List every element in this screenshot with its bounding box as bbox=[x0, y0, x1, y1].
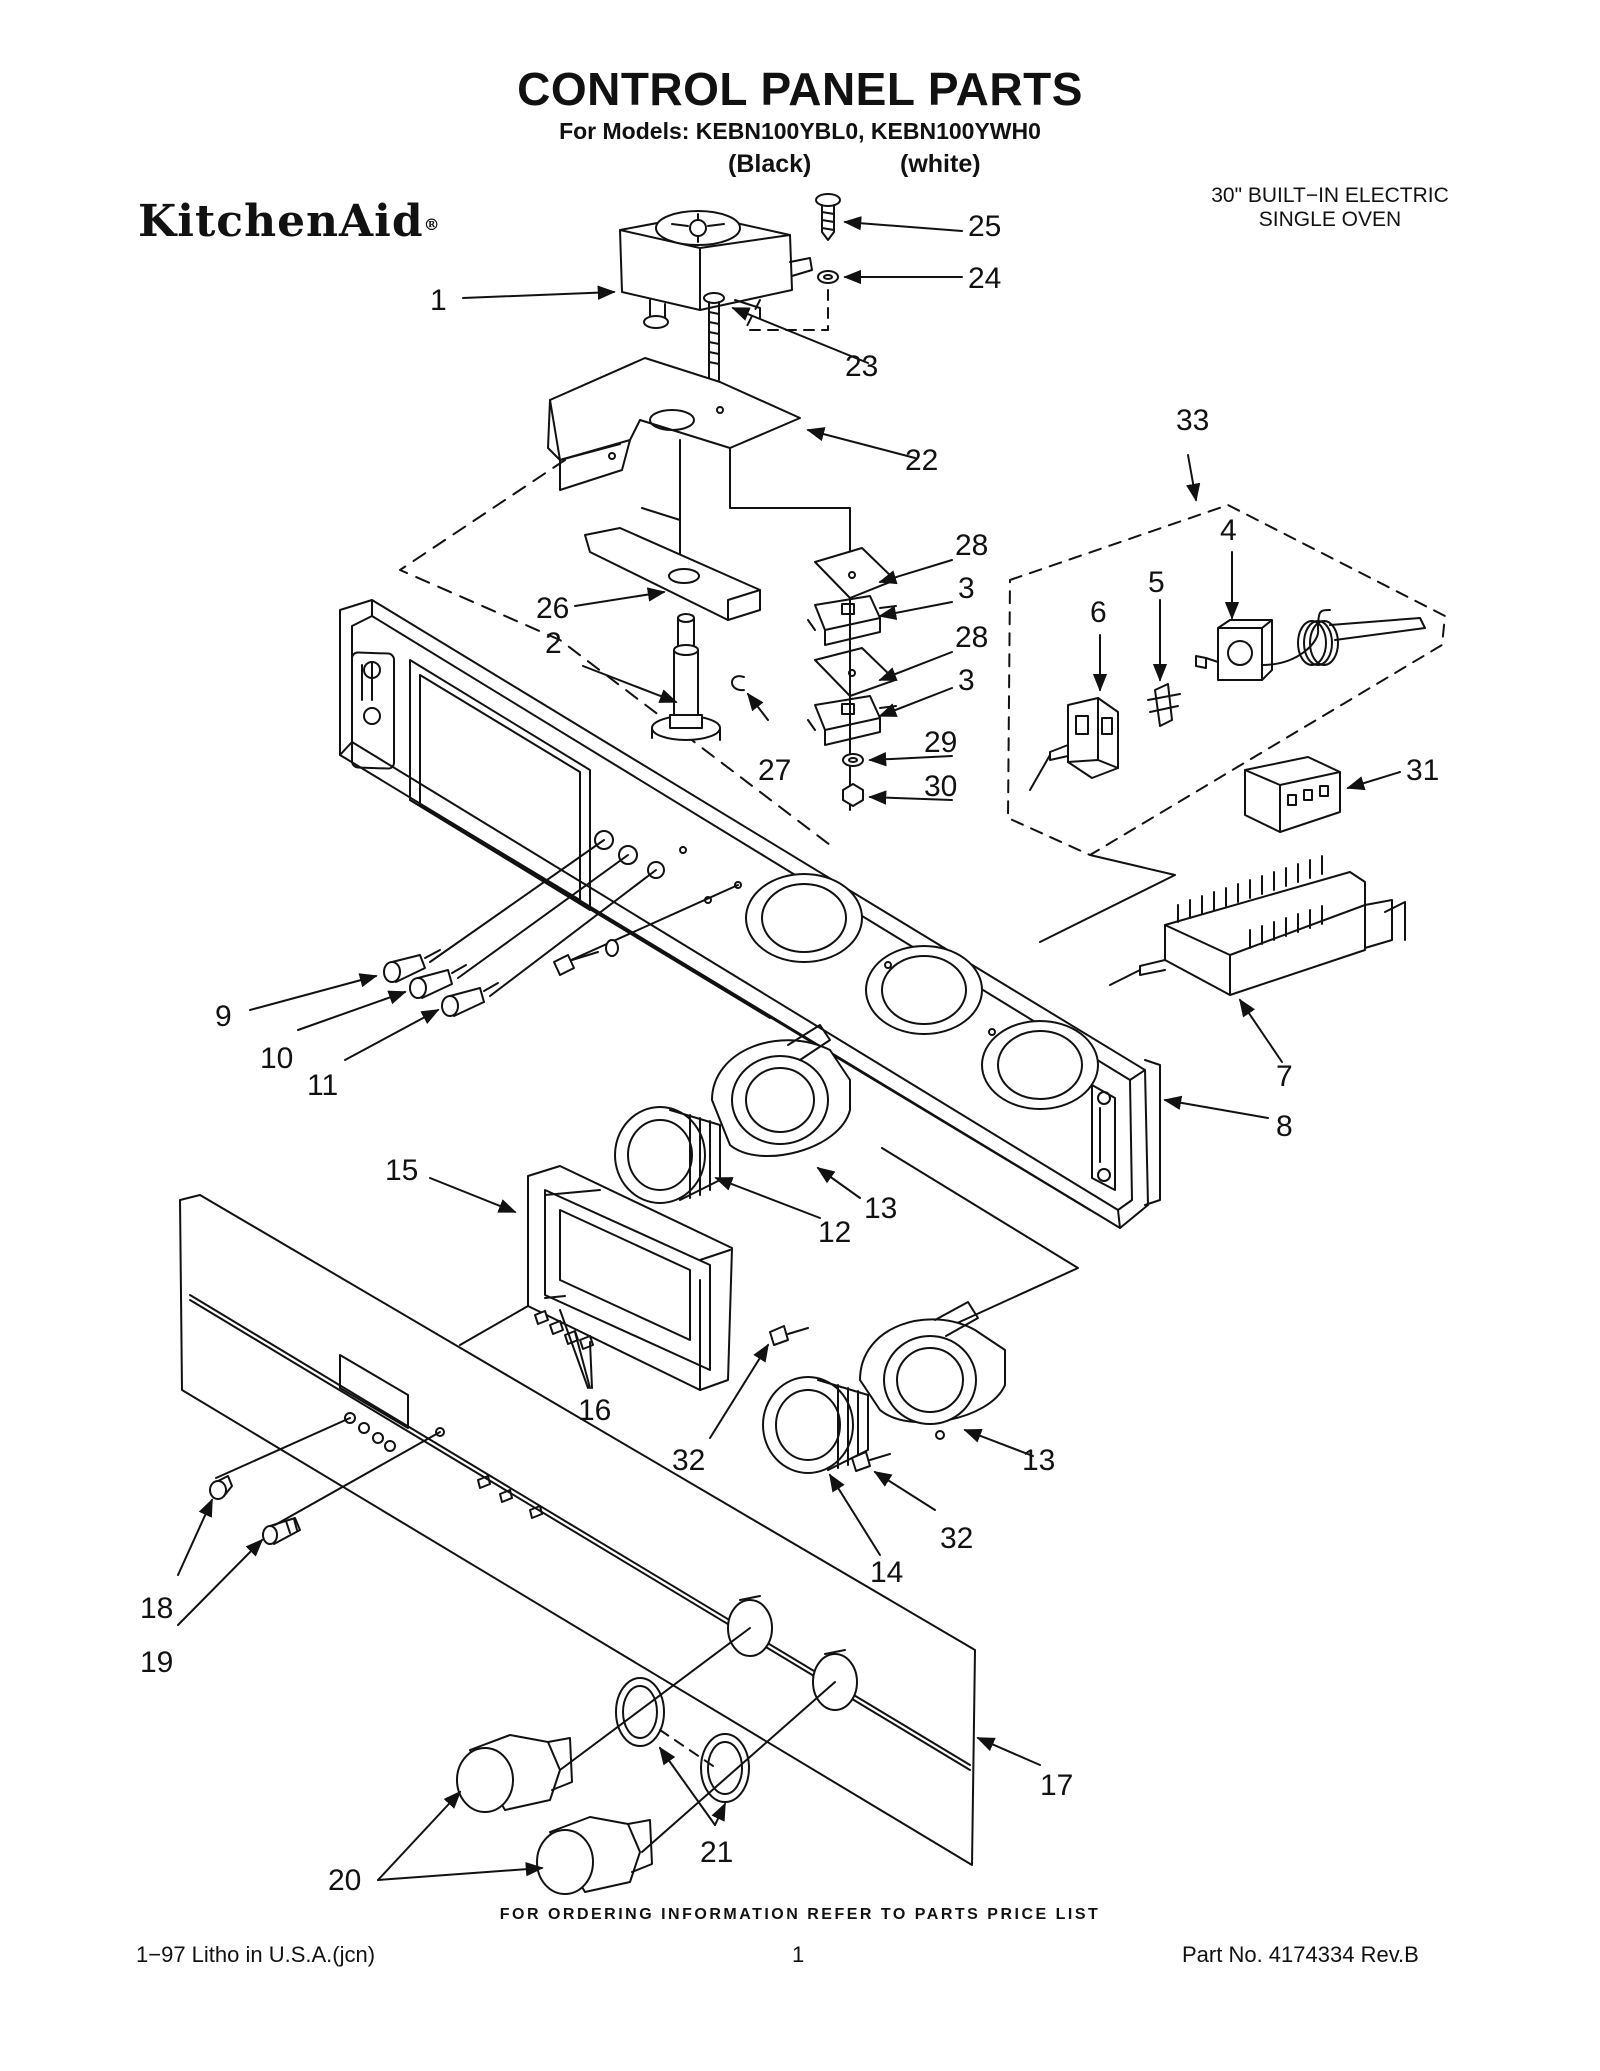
part-31-connector bbox=[1244, 756, 1341, 833]
part-11-light bbox=[441, 982, 499, 1017]
part-1-switch bbox=[619, 210, 813, 329]
part-29-washer bbox=[842, 753, 864, 767]
part-32-screw-upper bbox=[769, 1325, 809, 1346]
callout-26: 26 bbox=[536, 592, 569, 625]
callout-28-top: 28 bbox=[955, 529, 988, 562]
part-6-switch bbox=[1029, 697, 1119, 791]
part-25-screw bbox=[815, 193, 841, 241]
callout-3-top: 3 bbox=[958, 572, 975, 605]
callout-22: 22 bbox=[905, 444, 938, 477]
part-20-knob-left bbox=[456, 1734, 573, 1813]
part-30-nut bbox=[842, 783, 864, 807]
part-21-ring-right bbox=[700, 1733, 750, 1803]
callout-6: 6 bbox=[1090, 596, 1107, 629]
callout-4: 4 bbox=[1220, 514, 1237, 547]
callout-24: 24 bbox=[968, 262, 1001, 295]
models-line: For Models: KEBN100YBL0, KEBN100YWH0 bbox=[559, 118, 1041, 144]
callout-5: 5 bbox=[1148, 566, 1165, 599]
callout-20: 20 bbox=[328, 1864, 361, 1897]
leader-lines bbox=[177, 216, 1401, 1881]
callout-21: 21 bbox=[700, 1836, 733, 1869]
panel-screw bbox=[553, 939, 619, 976]
part-26-plate bbox=[584, 527, 761, 621]
part-3-switch-bottom bbox=[807, 695, 897, 746]
part-2-shaft bbox=[651, 613, 721, 741]
part-28-insulator-bottom bbox=[814, 647, 896, 697]
registered-mark: ® bbox=[423, 215, 441, 234]
callout-33: 33 bbox=[1176, 404, 1209, 437]
part-10-light bbox=[409, 964, 467, 999]
part-number: Part No. 4174334 Rev.B bbox=[1182, 1942, 1419, 1967]
callout-25: 25 bbox=[968, 210, 1001, 243]
page-title: CONTROL PANEL PARTS bbox=[517, 63, 1083, 115]
callout-28-bottom: 28 bbox=[955, 621, 988, 654]
oven-type-line2: SINGLE OVEN bbox=[1258, 208, 1402, 231]
callout-17: 17 bbox=[1040, 1769, 1073, 1802]
callout-10: 10 bbox=[260, 1042, 293, 1075]
callout-12: 12 bbox=[818, 1216, 851, 1249]
variant-white: (white) bbox=[900, 150, 981, 178]
part-19-button bbox=[262, 1517, 301, 1545]
part-28-insulator-top bbox=[814, 547, 896, 599]
part-5-bracket bbox=[1147, 683, 1181, 727]
callout-11: 11 bbox=[307, 1069, 338, 1102]
callout-1: 1 bbox=[430, 284, 447, 317]
callout-32-upper: 32 bbox=[672, 1444, 705, 1477]
callout-9: 9 bbox=[215, 1000, 232, 1033]
part-18-cap bbox=[209, 1475, 233, 1500]
callout-32-lower: 32 bbox=[940, 1522, 973, 1555]
brand-name: KitchenAid bbox=[138, 196, 424, 247]
callout-18: 18 bbox=[140, 1592, 173, 1625]
part-15-display-board bbox=[527, 1165, 733, 1391]
part-32-screw-lower bbox=[851, 1451, 891, 1472]
part-13-bezel-upper bbox=[711, 1024, 851, 1158]
part-7-terminal-block bbox=[1139, 855, 1406, 996]
callout-13-upper: 13 bbox=[864, 1192, 897, 1225]
callout-8: 8 bbox=[1276, 1110, 1293, 1143]
part-21-ring-left bbox=[615, 1677, 665, 1747]
callout-19: 19 bbox=[140, 1646, 173, 1679]
callout-31: 31 bbox=[1406, 754, 1439, 787]
litho-note: 1−97 Litho in U.S.A.(jcn) bbox=[136, 1942, 376, 1967]
part-12-knob-adapter-upper bbox=[614, 1106, 721, 1204]
variant-black: (Black) bbox=[728, 150, 812, 178]
oven-type: 30" BUILT−IN ELECTRIC SINGLE OVEN bbox=[1160, 184, 1500, 232]
part-33-group-outline bbox=[1007, 504, 1446, 856]
callout-numbers: 1 2 3 3 4 5 6 7 8 9 10 11 12 13 13 14 15… bbox=[140, 210, 1439, 1897]
part-22-bracket bbox=[547, 357, 801, 491]
part-13-bezel-lower bbox=[859, 1301, 1006, 1440]
part-27-clip bbox=[731, 675, 745, 692]
part-4-thermostat bbox=[1195, 609, 1426, 681]
part-23-screw bbox=[703, 292, 725, 381]
callout-3-bottom: 3 bbox=[958, 664, 975, 697]
callout-16: 16 bbox=[578, 1394, 611, 1427]
part-8-control-panel bbox=[339, 599, 1161, 1229]
page-number: 1 bbox=[792, 1942, 805, 1967]
part-14-knob-adapter-lower bbox=[762, 1376, 869, 1474]
callout-27: 27 bbox=[758, 754, 791, 787]
callout-15: 15 bbox=[385, 1154, 418, 1187]
callout-14: 14 bbox=[870, 1556, 903, 1589]
callout-29: 29 bbox=[924, 726, 957, 759]
callout-2: 2 bbox=[545, 627, 562, 660]
callout-30: 30 bbox=[924, 770, 957, 803]
brand-logo: KitchenAid® bbox=[138, 196, 441, 247]
part-9-light bbox=[383, 949, 441, 983]
callout-23: 23 bbox=[845, 350, 878, 383]
part-20-knob-right bbox=[536, 1816, 653, 1895]
part-3-switch-top bbox=[807, 595, 897, 646]
callout-13-lower: 13 bbox=[1022, 1444, 1055, 1477]
oven-type-line1: 30" BUILT−IN ELECTRIC bbox=[1211, 184, 1449, 207]
ordering-note: FOR ORDERING INFORMATION REFER TO PARTS … bbox=[499, 1906, 1101, 1923]
part-24-washer bbox=[817, 270, 839, 284]
callout-7: 7 bbox=[1276, 1060, 1293, 1093]
part-17-front-panel bbox=[179, 1194, 976, 1866]
